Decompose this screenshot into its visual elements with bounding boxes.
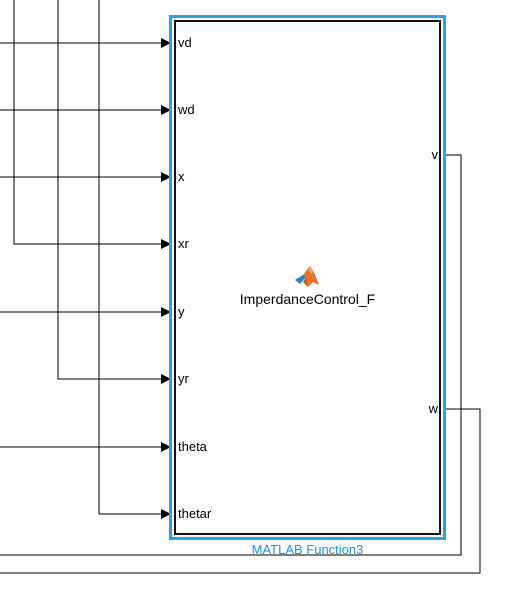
input-port-label: x bbox=[178, 169, 185, 184]
port-arrow-theta bbox=[161, 442, 171, 452]
output-port-label: v bbox=[431, 147, 439, 162]
signal-line-yr[interactable] bbox=[57, 0, 161, 380]
input-port-label: y bbox=[178, 304, 185, 319]
port-arrow-y bbox=[161, 307, 171, 317]
matlab-membrane-icon bbox=[295, 266, 319, 287]
block-function-name: ImperdanceControl_F bbox=[239, 291, 376, 307]
input-port-label: thetar bbox=[178, 506, 212, 521]
input-port-label: yr bbox=[178, 371, 189, 386]
signal-line-xr[interactable] bbox=[13, 0, 161, 245]
port-arrow-thetar bbox=[161, 509, 171, 519]
input-port-label: xr bbox=[178, 236, 189, 251]
port-arrow-vd bbox=[161, 38, 171, 48]
block-caption[interactable]: MATLAB Function3 bbox=[251, 542, 364, 557]
output-port-label: w bbox=[428, 401, 438, 416]
signal-line-v[interactable] bbox=[0, 154, 462, 556]
signal-line-thetar[interactable] bbox=[98, 0, 161, 515]
input-port-label: wd bbox=[178, 102, 195, 117]
signal-line-w[interactable] bbox=[0, 408, 481, 574]
port-arrow-xr bbox=[161, 239, 171, 249]
port-arrow-yr bbox=[161, 374, 171, 384]
port-arrow-wd bbox=[161, 105, 171, 115]
input-port-label: theta bbox=[178, 439, 207, 454]
port-arrow-x bbox=[161, 172, 171, 182]
input-port-label: vd bbox=[178, 35, 192, 50]
